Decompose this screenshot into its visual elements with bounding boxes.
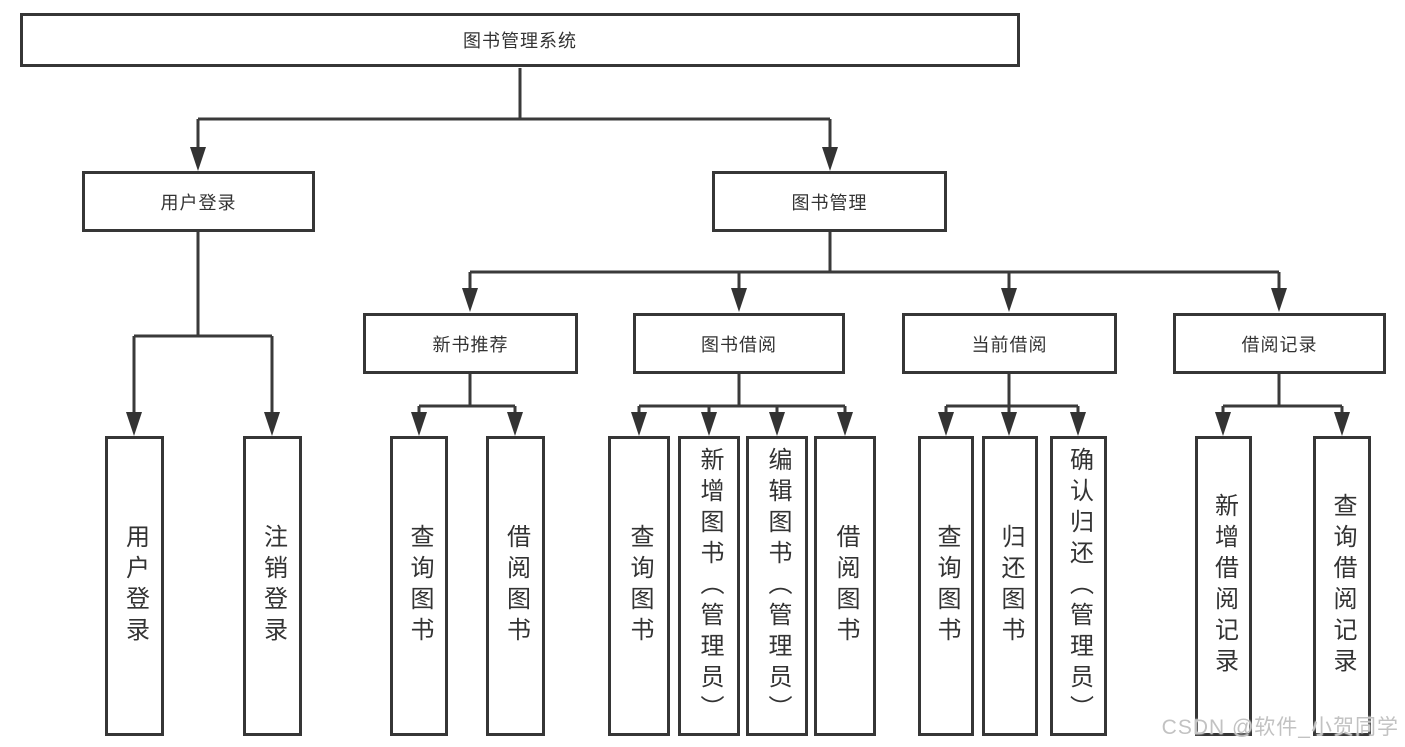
arrow-down-icon [411, 412, 427, 436]
node-label: 图书管理 [791, 192, 868, 213]
leaf-borrow-books-recommend: 借阅图书 [486, 436, 545, 736]
node-user-login: 用户登录 [82, 171, 315, 232]
leaf-user-login: 用户登录 [105, 436, 164, 736]
node-label: 借阅图书 [832, 524, 859, 648]
node-label: 新增借阅记录 [1210, 493, 1238, 679]
node-label: 用户登录 [121, 524, 149, 648]
node-label: 查询图书 [933, 524, 960, 648]
arrow-down-icon [837, 412, 853, 436]
node-label: 图书管理系统 [463, 31, 577, 51]
node-label: 编辑图书（管理员） [764, 446, 791, 726]
arrow-down-icon [1001, 288, 1017, 312]
arrow-down-icon [822, 147, 838, 171]
node-label: 当前借阅 [971, 334, 1048, 355]
node-label: 新书推荐 [432, 334, 509, 355]
leaf-edit-book-admin: 编辑图书（管理员） [746, 436, 808, 736]
arrow-down-icon [1070, 412, 1086, 436]
leaf-add-borrow-record: 新增借阅记录 [1195, 436, 1252, 736]
node-label: 新增图书（管理员） [696, 446, 723, 726]
arrow-down-icon [938, 412, 954, 436]
node-label: 查询图书 [626, 524, 653, 648]
node-label: 借阅图书 [502, 524, 530, 648]
node-label: 用户登录 [160, 192, 237, 213]
arrow-down-icon [190, 147, 206, 171]
arrow-down-icon [631, 412, 647, 436]
connector-root-to-level2 [190, 68, 838, 171]
arrow-down-icon [1271, 288, 1287, 312]
node-label: 确认归还（管理员） [1065, 446, 1093, 726]
connector-current-borrowing-to-leaves [938, 374, 1086, 436]
arrow-down-icon [731, 288, 747, 312]
node-label: 归还图书 [997, 524, 1024, 648]
node-root-library-management-system: 图书管理系统 [20, 13, 1020, 67]
arrow-down-icon [507, 412, 523, 436]
connector-new-book-recommendation-to-leaves [411, 374, 523, 436]
connector-book-management-to-level3 [462, 232, 1287, 312]
node-label: 查询借阅记录 [1329, 493, 1356, 679]
node-label: 图书借阅 [701, 334, 777, 355]
leaf-query-borrow-record: 查询借阅记录 [1313, 436, 1371, 736]
leaf-logout-login: 注销登录 [243, 436, 302, 736]
node-book-borrowing: 图书借阅 [633, 313, 845, 374]
arrow-down-icon [701, 412, 717, 436]
arrow-down-icon [264, 412, 280, 436]
leaf-return-books: 归还图书 [982, 436, 1038, 736]
connector-user-login-to-leaves [126, 232, 280, 436]
arrow-down-icon [769, 412, 785, 436]
connector-book-borrowing-to-leaves [631, 374, 853, 436]
arrow-down-icon [1334, 412, 1350, 436]
arrow-down-icon [126, 412, 142, 436]
leaf-confirm-return-admin: 确认归还（管理员） [1050, 436, 1107, 736]
node-label: 注销登录 [259, 524, 287, 648]
arrow-down-icon [462, 288, 478, 312]
node-label: 借阅记录 [1241, 334, 1318, 355]
arrow-down-icon [1001, 412, 1017, 436]
leaf-query-books-borrow: 查询图书 [608, 436, 670, 736]
node-current-borrowing: 当前借阅 [902, 313, 1117, 374]
node-new-book-recommendation: 新书推荐 [363, 313, 578, 374]
leaf-borrow-books-borrow: 借阅图书 [814, 436, 876, 736]
leaf-query-books-recommend: 查询图书 [390, 436, 448, 736]
connector-borrowing-records-to-leaves [1215, 374, 1350, 436]
leaf-query-books-current: 查询图书 [918, 436, 974, 736]
node-borrowing-records: 借阅记录 [1173, 313, 1386, 374]
node-book-management: 图书管理 [712, 171, 947, 232]
node-label: 查询图书 [406, 524, 433, 648]
leaf-add-book-admin: 新增图书（管理员） [678, 436, 740, 736]
arrow-down-icon [1215, 412, 1231, 436]
csdn-watermark: CSDN @软件_小贺同学 [1161, 716, 1399, 739]
